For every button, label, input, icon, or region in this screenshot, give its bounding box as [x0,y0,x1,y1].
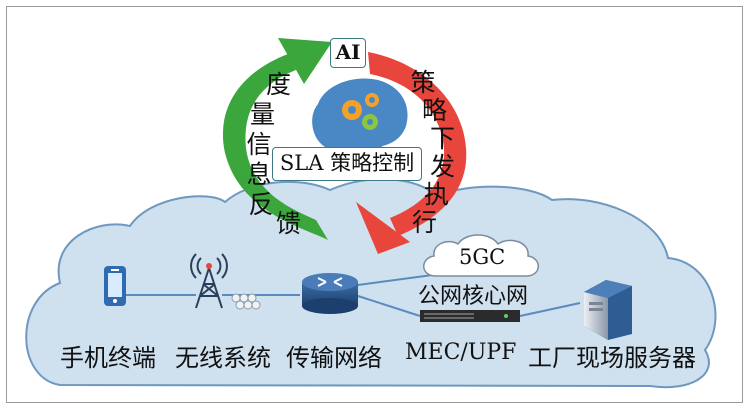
tower-server-icon [584,280,632,340]
core-sublabel: 公网核心网 [418,284,529,309]
wireless-label: 无线系统 [175,344,271,372]
policy-char: 发 [430,154,455,179]
feedback-label: 度 量 信 息 反 馈 [246,70,301,236]
policy-char: 下 [430,124,456,153]
phone-label: 手机终端 [60,344,156,372]
antenna-tower-icon [190,253,228,309]
policy-char: 行 [412,208,438,237]
figure-frame [6,6,743,403]
server-label: 工厂现场服务器 [528,344,696,372]
ai-label: AI [330,38,366,68]
cell-mesh-icon [231,293,261,310]
rack-server-icon [420,310,520,322]
policy-char: 策 [410,68,436,97]
sla-policy-label: SLA 策略控制 [272,147,422,181]
mec-label: MEC/UPF [405,340,517,365]
feedback-char: 信 [246,130,272,159]
feedback-char: 量 [250,100,276,129]
feedback-arrow [222,38,332,240]
core-label: 5GC [459,245,506,269]
feedback-char: 度 [266,70,292,99]
policy-arrow [356,52,467,254]
policy-label: 策 略 下 发 执 行 [410,68,456,237]
policy-char: 略 [422,96,448,125]
router-icon [302,273,358,314]
core-cloud [423,234,539,277]
feedback-char: 息 [246,160,272,189]
policy-char: 执 [424,182,449,207]
transport-label: 传输网络 [286,344,382,372]
phone-icon [104,266,126,306]
feedback-char: 反 [248,190,274,219]
brain-gears-icon [312,78,408,162]
